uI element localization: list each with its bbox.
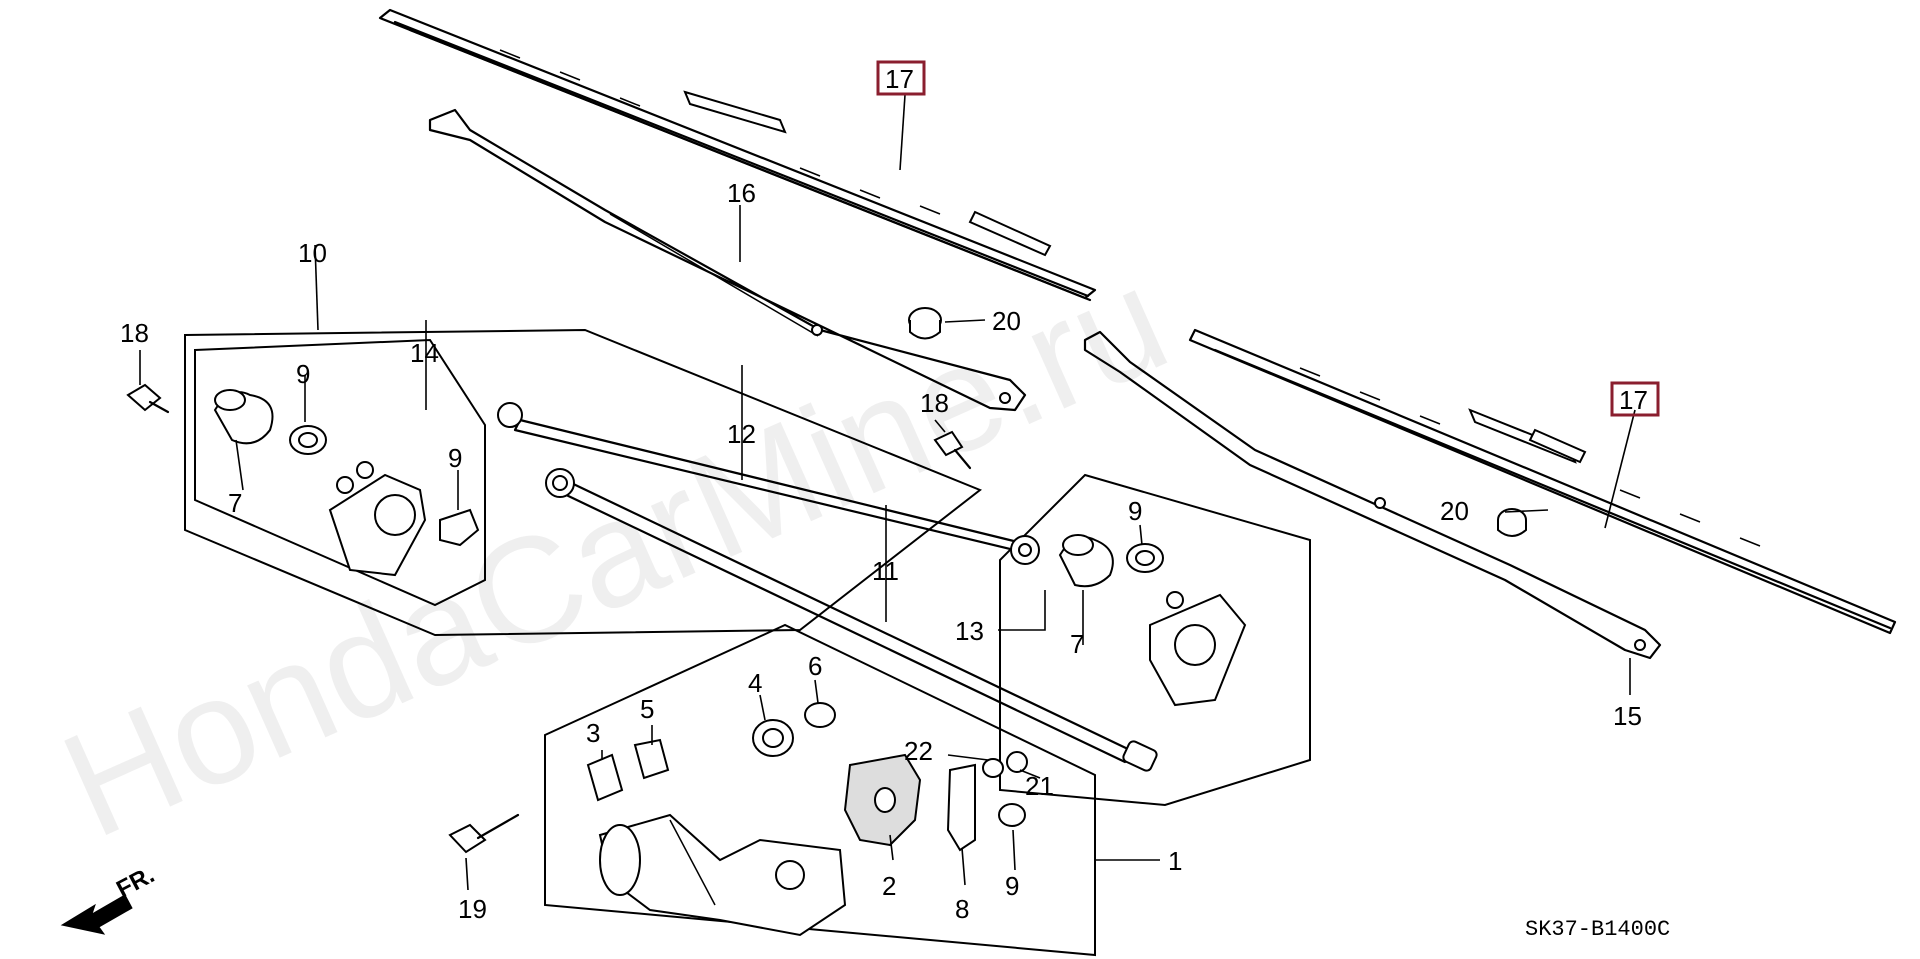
callout-16[interactable]: 16 bbox=[727, 178, 756, 208]
pivot-boot-7-right[interactable] bbox=[1058, 534, 1114, 588]
highlight-box-17a bbox=[876, 60, 926, 96]
nut-20-right[interactable] bbox=[1497, 508, 1527, 537]
callout-4[interactable]: 4 bbox=[748, 668, 762, 698]
callout-7-left[interactable]: 7 bbox=[228, 488, 242, 518]
pivot-plate-left[interactable] bbox=[328, 461, 427, 577]
collar-5[interactable] bbox=[633, 738, 670, 780]
callout-20-right[interactable]: 20 bbox=[1440, 496, 1469, 526]
wiper-blade-upper[interactable] bbox=[378, 8, 1097, 302]
callout-9-left-b[interactable]: 9 bbox=[448, 443, 462, 473]
group-box-1 bbox=[544, 623, 1096, 957]
callout-3[interactable]: 3 bbox=[586, 718, 600, 748]
wiper-arm-right[interactable] bbox=[1083, 330, 1662, 660]
bushing-9-left-a[interactable] bbox=[289, 425, 327, 455]
nut-21[interactable] bbox=[1006, 751, 1028, 773]
wiper-motor[interactable] bbox=[598, 813, 847, 937]
group-box-14 bbox=[194, 338, 486, 607]
washer-22[interactable] bbox=[982, 758, 1004, 778]
bushing-9-motor[interactable] bbox=[998, 803, 1026, 827]
link-rod-12[interactable] bbox=[497, 402, 1040, 565]
callout-12[interactable]: 12 bbox=[727, 419, 756, 449]
pivot-plate-right[interactable] bbox=[1149, 591, 1247, 707]
callout-7-right[interactable]: 7 bbox=[1070, 629, 1084, 659]
wiper-blade-right[interactable] bbox=[1188, 328, 1897, 635]
collar-6[interactable] bbox=[804, 702, 836, 728]
callout-15[interactable]: 15 bbox=[1613, 701, 1642, 731]
callout-1[interactable]: 1 bbox=[1168, 846, 1182, 876]
bolt-19[interactable] bbox=[448, 813, 520, 854]
callout-19[interactable]: 19 bbox=[458, 894, 487, 924]
highlight-box-17b bbox=[1610, 381, 1660, 417]
callout-5[interactable]: 5 bbox=[640, 694, 654, 724]
callout-9-left-a[interactable]: 9 bbox=[296, 359, 310, 389]
bolt-18-center[interactable] bbox=[933, 430, 972, 470]
bushing-9-left-b[interactable] bbox=[439, 508, 480, 547]
callout-21[interactable]: 21 bbox=[1025, 771, 1054, 801]
callout-17-upper[interactable]: 17 bbox=[885, 64, 914, 94]
callout-2[interactable]: 2 bbox=[882, 871, 896, 901]
callout-22[interactable]: 22 bbox=[904, 736, 933, 766]
bushing-4[interactable] bbox=[752, 719, 794, 757]
diagram-code: SK37-B1400C bbox=[1525, 917, 1670, 942]
bolt-18-left[interactable] bbox=[126, 383, 170, 414]
link-rod-11[interactable] bbox=[545, 468, 1158, 772]
callout-14[interactable]: 14 bbox=[410, 338, 439, 368]
grommet-3[interactable] bbox=[586, 753, 624, 802]
callout-20-upper[interactable]: 20 bbox=[992, 306, 1021, 336]
pivot-boot-7-left[interactable] bbox=[213, 389, 274, 445]
nut-20-upper[interactable] bbox=[908, 307, 942, 340]
callout-11[interactable]: 11 bbox=[872, 556, 899, 586]
callout-18-left[interactable]: 18 bbox=[120, 318, 149, 348]
direction-label: FR. bbox=[112, 861, 159, 903]
callout-10[interactable]: 10 bbox=[298, 238, 327, 268]
callout-6[interactable]: 6 bbox=[808, 651, 822, 681]
callout-9-right[interactable]: 9 bbox=[1128, 496, 1142, 526]
bushing-9-right[interactable] bbox=[1126, 543, 1164, 573]
group-box-13 bbox=[999, 473, 1311, 807]
motor-2-mount[interactable] bbox=[843, 753, 922, 847]
callout-17-right[interactable]: 17 bbox=[1619, 385, 1648, 415]
callout-8[interactable]: 8 bbox=[955, 894, 969, 924]
front-arrow-icon bbox=[60, 894, 133, 935]
wiper-arm-left[interactable] bbox=[428, 108, 1027, 412]
callout-18-center[interactable]: 18 bbox=[920, 388, 949, 418]
group-box-10 bbox=[184, 328, 982, 637]
bracket-8[interactable] bbox=[946, 763, 976, 852]
callout-13[interactable]: 13 bbox=[955, 616, 984, 646]
callout-9-motor[interactable]: 9 bbox=[1005, 871, 1019, 901]
